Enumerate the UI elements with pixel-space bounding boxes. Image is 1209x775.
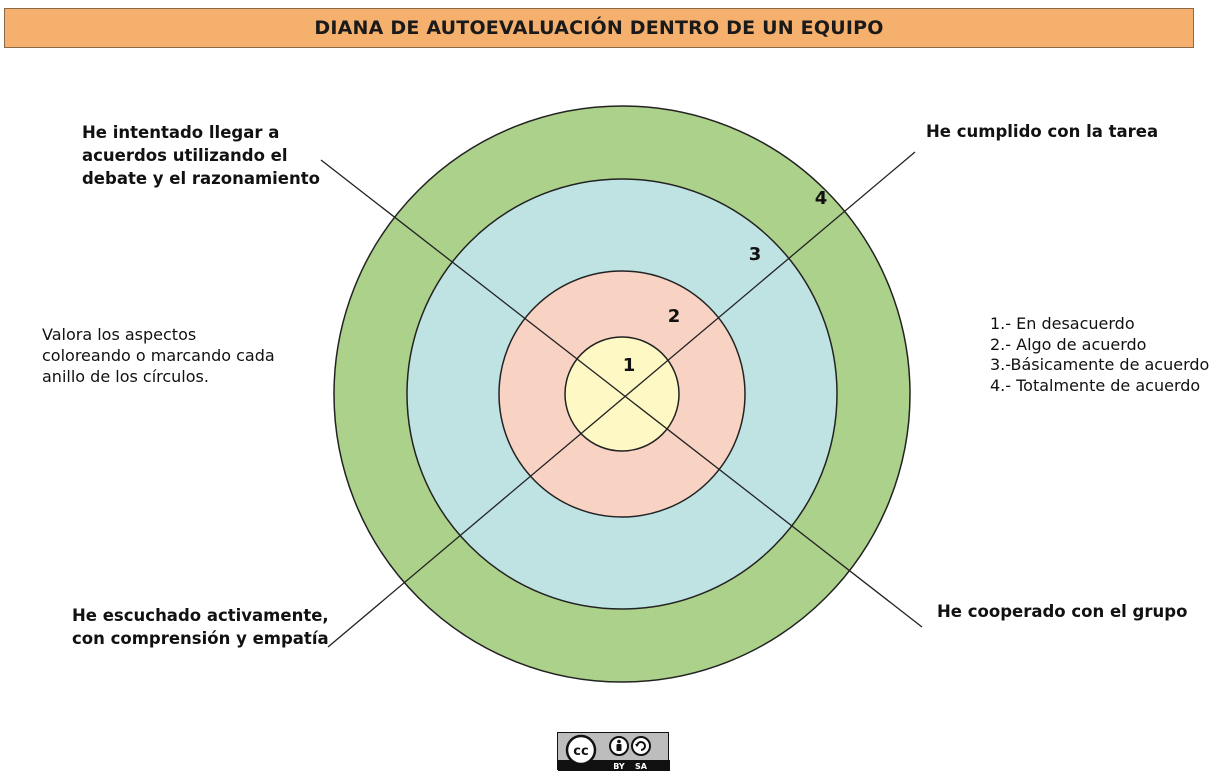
aspect-top-left-line: debate y el razonamiento: [82, 169, 320, 188]
instructions-line: coloreando o marcando cada: [42, 346, 275, 365]
cc-license-badge: cc BY SA: [557, 732, 670, 771]
legend-item: 1.- En desacuerdo: [990, 314, 1135, 333]
aspect-top-right-line: He cumplido con la tarea: [926, 122, 1159, 141]
page-title: DIANA DE AUTOEVALUACIÓN DENTRO DE UN EQU…: [4, 8, 1194, 48]
aspect-top-left-line: acuerdos utilizando el: [82, 146, 288, 165]
instructions-line: Valora los aspectos: [42, 325, 197, 344]
instructions: Valora los aspectos coloreando o marcand…: [42, 324, 275, 387]
aspect-bottom-right: He cooperado con el grupo: [937, 600, 1187, 623]
share-alike-icon: [631, 736, 651, 756]
aspect-bottom-left: He escuchado activamente, con comprensió…: [72, 604, 329, 650]
ring-3-number: 3: [749, 244, 762, 265]
aspect-bottom-left-line: He escuchado activamente,: [72, 606, 329, 625]
instructions-line: anillo de los círculos.: [42, 367, 209, 386]
svg-text:cc: cc: [573, 744, 588, 759]
rating-legend: 1.- En desacuerdo 2.- Algo de acuerdo 3.…: [990, 314, 1209, 396]
ring-2-number: 2: [668, 306, 681, 327]
aspect-top-left: He intentado llegar a acuerdos utilizand…: [82, 121, 320, 190]
cc-icon: [565, 734, 597, 766]
cc-license-logo: cc BY SA: [558, 734, 670, 771]
axis-line-diagonal-up: [327, 151, 916, 648]
aspect-bottom-right-line: He cooperado con el grupo: [937, 602, 1188, 621]
aspect-top-right: He cumplido con la tarea: [926, 120, 1158, 143]
ring-4-number: 4: [815, 188, 828, 209]
legend-item: 2.- Algo de acuerdo: [990, 334, 1147, 354]
legend-item: 3.-Básicamente de acuerdo: [990, 355, 1209, 374]
aspect-bottom-left-line: con comprensión y empatía: [72, 629, 329, 648]
cc-by-label: BY: [613, 762, 625, 771]
aspect-top-left-line: He intentado llegar a: [82, 123, 280, 142]
ring-1-number: 1: [623, 355, 636, 376]
cc-sa-label: SA: [635, 762, 648, 771]
axis-line-diagonal-down: [320, 159, 923, 628]
legend-item: 4.- Totalmente de acuerdo: [990, 375, 1201, 395]
